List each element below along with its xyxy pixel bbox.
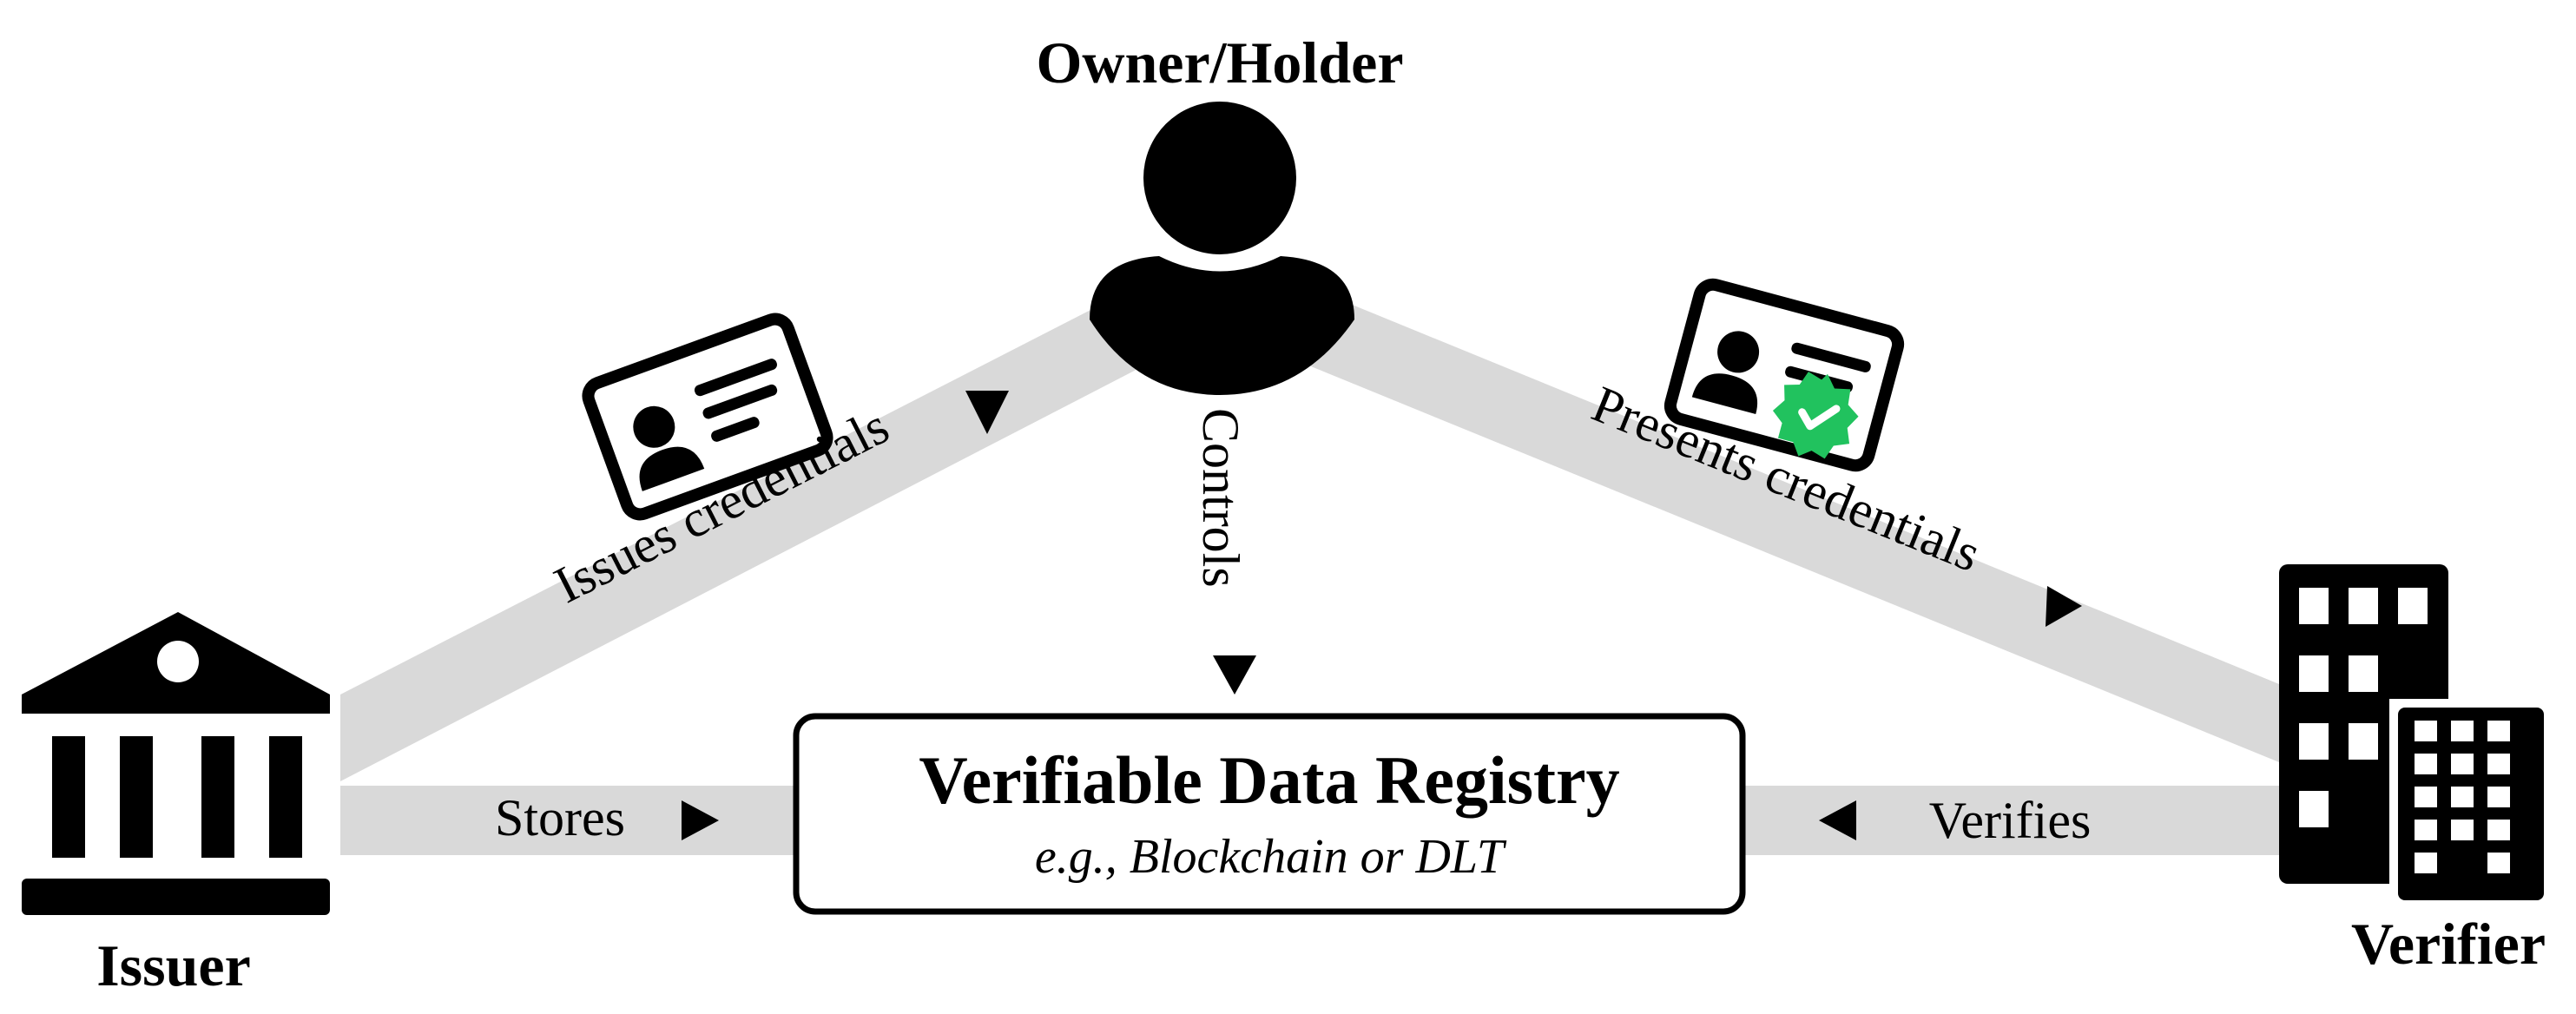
verifies-arrow-icon — [1819, 800, 1856, 840]
verifier-label: Verifier — [2351, 911, 2546, 977]
presents-arrow-icon — [2046, 586, 2082, 627]
issues-arrow-icon — [965, 391, 1009, 434]
bank-building-icon — [22, 612, 330, 915]
registry-title: Verifiable Data Registry — [919, 742, 1619, 818]
verified-id-card-icon — [1664, 278, 1905, 472]
holder-label: Owner/Holder — [1036, 30, 1403, 95]
check-badge-icon — [1772, 372, 1859, 459]
issues-band — [340, 308, 1146, 781]
registry-box: Verifiable Data Registry e.g., Blockchai… — [793, 713, 1746, 915]
office-buildings-icon — [2279, 564, 2550, 903]
presents-band — [1307, 304, 2283, 764]
controls-label: Controls — [1192, 408, 1249, 588]
registry-subtitle: e.g., Blockchain or DLT — [1035, 830, 1507, 884]
stores-band — [340, 786, 800, 855]
stores-arrow-icon — [682, 800, 719, 840]
person-icon — [1090, 102, 1354, 395]
controls-arrow-icon — [1213, 655, 1256, 695]
verifies-label: Verifies — [1929, 792, 2092, 849]
issuer-label: Issuer — [96, 932, 251, 998]
id-card-icon — [582, 313, 833, 521]
stores-label: Stores — [495, 789, 625, 846]
